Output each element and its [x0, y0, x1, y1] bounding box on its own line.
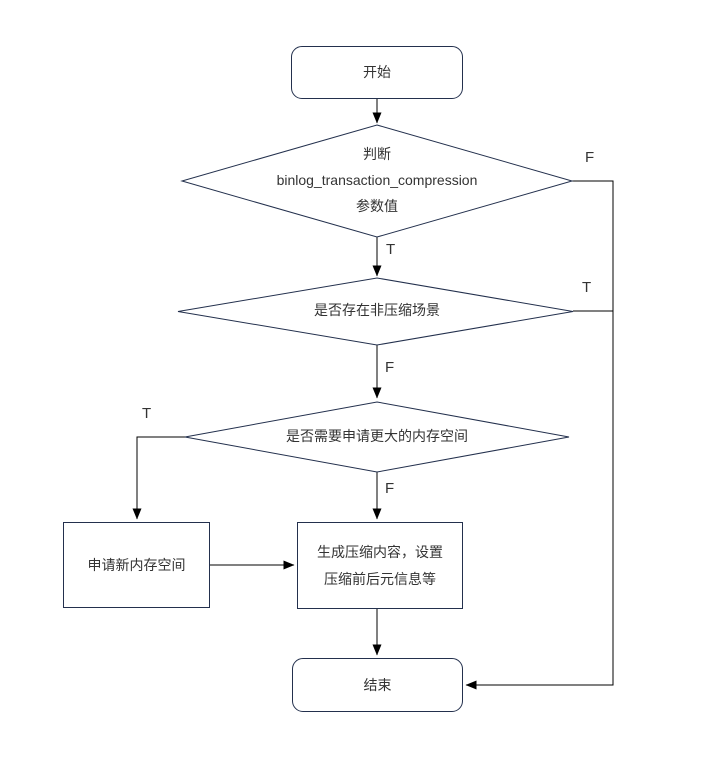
decision-param-diamond [180, 124, 574, 238]
start-node: 开始 [291, 46, 463, 99]
start-node-label: 开始 [363, 64, 391, 81]
decision-uncompressed-diamond [177, 277, 574, 346]
edge-decision-need-memory-true [132, 436, 185, 520]
end-node-label: 结束 [363, 676, 392, 693]
end-node: 结束 [292, 658, 463, 712]
process-compress-label: 生成压缩内容，设置 压缩前后元信息等 [317, 543, 443, 587]
process-allocate-label: 申请新内存空间 [87, 556, 186, 573]
process-compress-node: 生成压缩内容，设置 压缩前后元信息等 [297, 522, 463, 609]
decision-need-memory-diamond [184, 401, 570, 473]
edge-decision-param-false [465, 180, 614, 690]
process-allocate-node: 申请新内存空间 [63, 522, 210, 608]
